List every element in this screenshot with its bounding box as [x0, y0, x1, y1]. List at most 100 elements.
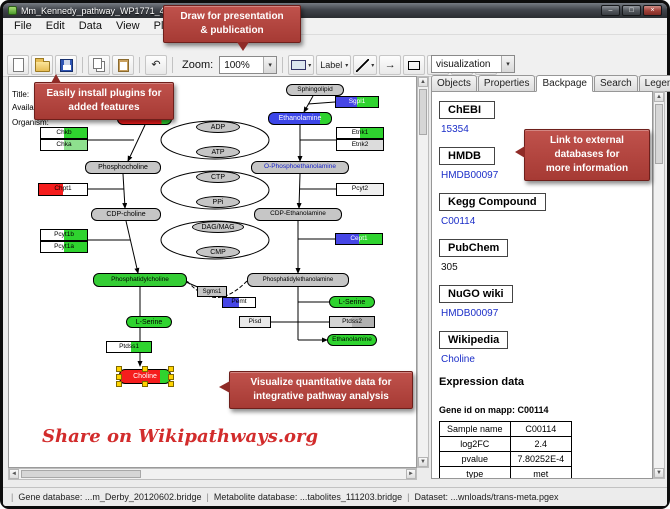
copy-button[interactable] [88, 55, 110, 75]
canvas-info-label: Title: [12, 90, 30, 99]
pathway-node-l-serine-left[interactable]: L-Serine [126, 316, 172, 328]
visualization-combobox[interactable]: visualization ▾ [431, 55, 515, 73]
pathway-node-pemt[interactable]: Pemt [222, 297, 256, 308]
pathway-node-cdp-ethanolamine[interactable]: CDP-Ethanolamine [254, 208, 342, 221]
zoom-combobox[interactable]: 100% ▾ [219, 56, 278, 74]
maximize-button[interactable]: □ [622, 5, 641, 16]
scroll-right-icon[interactable]: ► [406, 469, 416, 479]
selection-handle[interactable] [116, 381, 122, 387]
scroll-down-icon[interactable]: ▼ [418, 457, 428, 467]
horizontal-scroll-thumb[interactable] [21, 470, 141, 478]
pathway-node-phosphatidylethanolamine[interactable]: Phosphatidylethanolamine [247, 273, 349, 287]
canvas-horizontal-scrollbar[interactable]: ◄ ► [8, 468, 417, 480]
callout-line: integrative pathway analysis [253, 391, 389, 402]
pathway-node-sgms1[interactable]: Sgms1 [197, 286, 227, 297]
arrow-tool-button[interactable]: → [379, 55, 402, 75]
external-db-link[interactable]: C00114 [441, 216, 476, 227]
draw-callout: Draw for presentation& publication [163, 5, 301, 51]
status-gene-database: Gene database: ...m_Derby_20120602.bridg… [18, 492, 202, 502]
close-button[interactable]: × [643, 5, 662, 16]
pathway-node-adp[interactable]: ADP [196, 121, 240, 133]
menu-item-data[interactable]: Data [78, 20, 102, 32]
pathway-node-ctp[interactable]: CTP [196, 171, 240, 183]
backpage-section-header: Kegg Compound [439, 193, 546, 211]
pathway-node-l-serine-right[interactable]: L-Serine [329, 296, 375, 308]
selection-handle[interactable] [142, 366, 148, 372]
right-panel-tabs: ObjectsPropertiesBackpageSearchLegend [431, 74, 670, 92]
pathway-node-pcyt1a[interactable]: Pcyt1a [40, 241, 88, 253]
scroll-up-icon[interactable]: ▲ [654, 92, 664, 102]
status-bar: | Gene database: ...m_Derby_20120602.bri… [3, 487, 667, 506]
pathway-node-ppi[interactable]: PPi [196, 196, 240, 208]
external-db-link[interactable]: 15354 [441, 124, 469, 135]
pathway-node-sphingolipid[interactable]: Sphingolipid [286, 84, 344, 96]
save-button[interactable] [55, 55, 77, 75]
pathway-node-chkb[interactable]: Chkb [40, 127, 88, 139]
selection-handle[interactable] [168, 373, 174, 380]
selection-handle[interactable] [142, 381, 148, 387]
save-icon [59, 58, 73, 72]
scroll-down-icon[interactable]: ▼ [654, 468, 664, 478]
pathway-node-ptdss2[interactable]: Ptdss2 [329, 316, 375, 328]
pathway-node-ptdss1[interactable]: Ptdss1 [106, 341, 152, 353]
pathway-node-phosphatidylcholine[interactable]: Phosphatidylcholine [93, 273, 187, 287]
vertical-scroll-thumb[interactable] [419, 89, 427, 135]
pathway-node-ethanolamine-top[interactable]: Ethanolamine [268, 112, 332, 125]
menu-item-view[interactable]: View [115, 20, 140, 32]
scroll-left-icon[interactable]: ◄ [9, 469, 19, 479]
scroll-up-icon[interactable]: ▲ [418, 77, 428, 87]
new-file-button[interactable] [7, 55, 29, 75]
pathway-node-etnk1[interactable]: Etnk1 [336, 127, 384, 139]
pathway-node-phosphocholine[interactable]: Phosphocholine [85, 161, 161, 174]
canvas-vertical-scrollbar[interactable]: ▲ ▼ [417, 76, 429, 468]
datanode-tool-button[interactable]: ▾ [288, 55, 315, 75]
selection-handle[interactable] [168, 381, 174, 387]
open-file-button[interactable] [31, 55, 53, 75]
selection-handle[interactable] [168, 366, 174, 372]
rectangle-tool-button[interactable] [403, 55, 426, 75]
tab-objects[interactable]: Objects [431, 75, 477, 92]
selection-handle[interactable] [116, 373, 122, 380]
pathway-node-pcyt2[interactable]: Pcyt2 [336, 183, 384, 196]
pathway-node-pcyt1b[interactable]: Pcyt1b [40, 229, 88, 241]
tab-legend[interactable]: Legend [638, 75, 670, 92]
tab-search[interactable]: Search [593, 75, 638, 92]
zoom-label: Zoom: [182, 59, 214, 71]
label-tool-button[interactable]: Label▾ [316, 55, 352, 75]
pathway-node-dag-mag[interactable]: DAG/MAG [192, 221, 244, 233]
pathway-node-chpt1[interactable]: Chpt1 [38, 183, 88, 196]
toolbar-separator [172, 57, 173, 73]
pathway-node-chka[interactable]: Chka [40, 139, 88, 151]
pathway-node-sgpl1[interactable]: Sgpl1 [335, 96, 379, 108]
rectangle-icon [408, 60, 421, 70]
canvas-info-label: Availability: [12, 103, 52, 112]
pathway-node-cmp[interactable]: CMP [196, 246, 240, 258]
pathway-node-pisd[interactable]: Pisd [239, 316, 271, 328]
line-tool-button[interactable]: ▾ [353, 55, 378, 75]
menu-item-file[interactable]: File [14, 20, 32, 32]
pathway-node-cdp-choline[interactable]: CDP-choline [91, 208, 161, 221]
pathway-node-o-phosphoethanolamine[interactable]: O-Phosphoethanolamine [251, 161, 349, 174]
tab-backpage[interactable]: Backpage [536, 75, 593, 92]
selection-handle[interactable] [116, 366, 122, 372]
paste-button[interactable] [112, 55, 134, 75]
pathway-node-etnk2[interactable]: Etnk2 [336, 139, 384, 151]
menu-item-edit[interactable]: Edit [45, 20, 65, 32]
pathway-node-atp[interactable]: ATP [196, 146, 240, 158]
callout-line: more information [545, 163, 629, 174]
external-db-link[interactable]: HMDB00097 [441, 308, 499, 319]
menu-bar: FileEditDataViewPluginsHelp [3, 18, 667, 35]
undo-button[interactable]: ↶ [145, 55, 167, 75]
table-cell: log2FC [439, 436, 511, 452]
pathway-node-cept1[interactable]: Cept1 [335, 233, 383, 245]
minimize-button[interactable]: – [601, 5, 620, 16]
external-db-link[interactable]: Choline [441, 354, 475, 365]
line-icon [356, 58, 370, 72]
tab-properties[interactable]: Properties [477, 75, 536, 92]
external-db-link[interactable]: HMDB00097 [441, 170, 499, 181]
pathway-node-ethanolamine-bottom[interactable]: Ethanolamine [327, 334, 377, 346]
panel-vertical-scrollbar[interactable]: ▲ ▼ [653, 91, 665, 479]
panel-scroll-thumb[interactable] [655, 104, 663, 164]
